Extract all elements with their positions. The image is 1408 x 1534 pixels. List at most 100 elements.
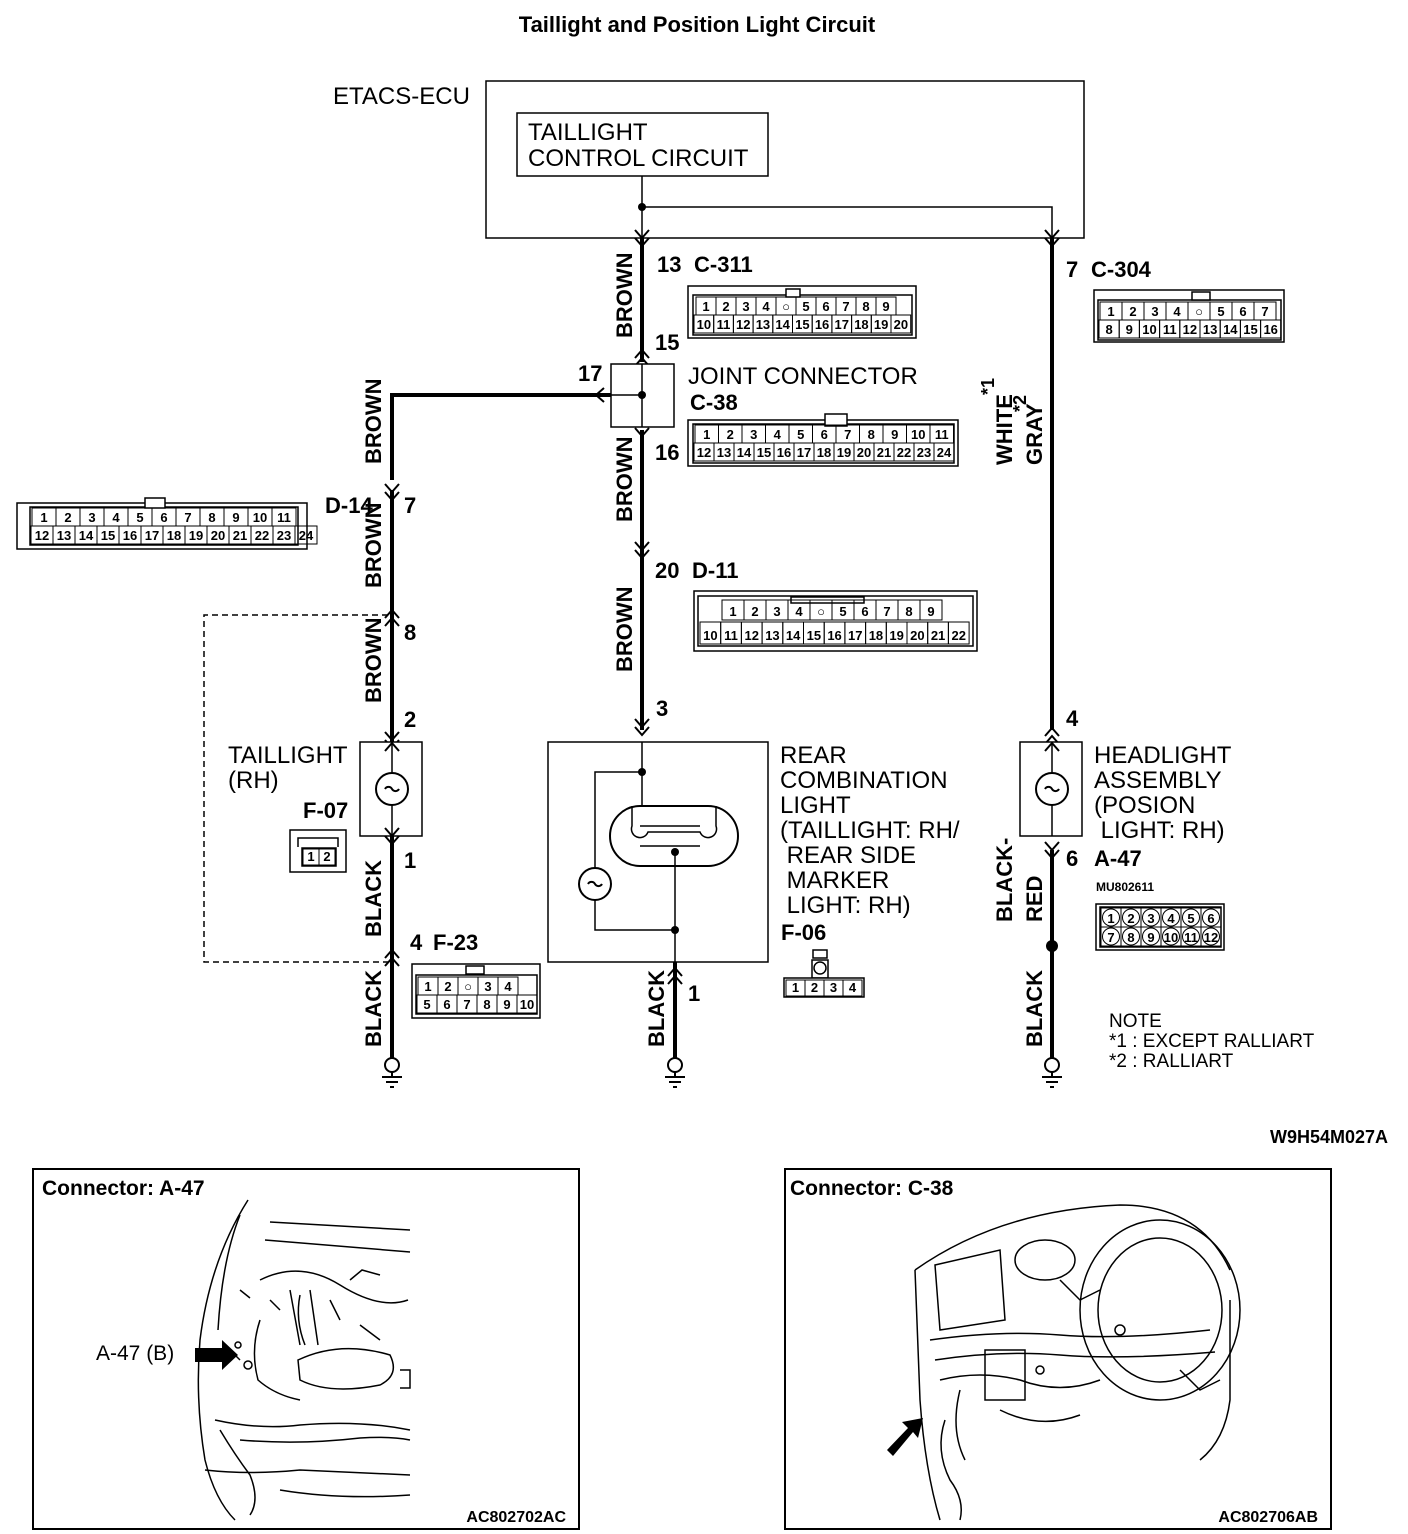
pin-number: 8 xyxy=(1127,930,1134,945)
headlight-label: HEADLIGHT ASSEMBLY (POSION LIGHT: RH) xyxy=(1094,742,1232,844)
f07-id: F-07 xyxy=(303,798,348,823)
f06-pin-bottom: 1 xyxy=(688,981,700,1006)
pin-number: 7 xyxy=(1107,930,1114,945)
pin-number: 5 xyxy=(423,997,430,1012)
pin-number: 8 xyxy=(905,604,912,619)
pin-number: 4 xyxy=(849,980,857,995)
pin-number: 6 xyxy=(160,510,167,525)
pin-number: 15 xyxy=(1243,322,1257,337)
pin-number: 6 xyxy=(821,427,828,442)
pin-number: 18 xyxy=(817,445,831,460)
pin-ring xyxy=(1202,908,1220,927)
pin-ring xyxy=(1202,927,1220,946)
wire-black-3: BLACK xyxy=(1022,970,1047,1047)
pin-number: 3 xyxy=(773,604,780,619)
pin-number: 8 xyxy=(208,510,215,525)
wire-black-2: BLACK xyxy=(361,970,386,1047)
pin-number: 6 xyxy=(861,604,868,619)
pin-number: 3 xyxy=(1147,911,1154,926)
pin-number: 8 xyxy=(868,427,875,442)
pin-number: 10 xyxy=(703,628,717,643)
pin-number: 8 xyxy=(1105,322,1112,337)
pin-number: 20 xyxy=(910,628,924,643)
d14-pin-b: 8 xyxy=(404,620,416,645)
pin-ring xyxy=(1162,908,1180,927)
f23-id: F-23 xyxy=(433,930,478,955)
wire-brown-6: BROWN xyxy=(361,617,386,703)
panel-a47-callout: A-47 (B) xyxy=(96,1342,174,1365)
pin-number: 15 xyxy=(101,528,115,543)
pin-number: 7 xyxy=(463,997,470,1012)
pin-number: 23 xyxy=(277,528,291,543)
pin-number: ○ xyxy=(782,299,790,314)
pin-number: 1 xyxy=(702,299,709,314)
note-line1: *1 : EXCEPT RALLIART xyxy=(1109,1031,1315,1052)
pin-number: 13 xyxy=(1203,322,1217,337)
pin-number: 7 xyxy=(883,604,890,619)
pin-number: 12 xyxy=(736,317,750,332)
pin-number: 2 xyxy=(64,510,71,525)
pin-number: 24 xyxy=(299,528,314,543)
pin-cell xyxy=(1260,319,1282,339)
pin-number: 9 xyxy=(232,510,239,525)
pin-number: 12 xyxy=(1204,930,1218,945)
pin-number: 2 xyxy=(1129,304,1136,319)
pin-number: 8 xyxy=(862,299,869,314)
panel-c38: Connector: C-38 AC802706AB xyxy=(784,1168,1332,1530)
pin-number: 5 xyxy=(802,299,809,314)
pin-number: 3 xyxy=(750,427,757,442)
c38-pin-left: 17 xyxy=(578,361,602,386)
pin-cell xyxy=(890,314,912,334)
pin-number: 5 xyxy=(839,604,846,619)
pin-number: 3 xyxy=(830,980,837,995)
pin-number: 9 xyxy=(882,299,889,314)
pin-cell xyxy=(294,525,318,545)
pin-number: 1 xyxy=(729,604,736,619)
pin-number: 4 xyxy=(112,510,120,525)
headlight-line2: ASSEMBLY xyxy=(1094,767,1222,794)
pin-number: 5 xyxy=(1187,911,1194,926)
pin-number: 14 xyxy=(737,445,752,460)
pin-number: 19 xyxy=(889,628,903,643)
pin-number: 2 xyxy=(722,299,729,314)
c38-id: C-38 xyxy=(690,390,738,415)
pin-number: 14 xyxy=(786,628,801,643)
d11-id: D-11 xyxy=(692,558,738,583)
wire-white: WHITE xyxy=(992,394,1017,465)
a47-part-no: MU802611 xyxy=(1096,880,1154,894)
pin-number: 20 xyxy=(211,528,225,543)
wire-brown-1: BROWN xyxy=(612,252,637,338)
pin-number: 16 xyxy=(1263,322,1277,337)
pin-number: 18 xyxy=(167,528,181,543)
headlight-line1: HEADLIGHT xyxy=(1094,742,1232,769)
rear-combo-line7: LIGHT: RH) xyxy=(780,892,911,919)
pin-number: 22 xyxy=(255,528,269,543)
pin-number: 4 xyxy=(762,299,770,314)
ecu-label: ETACS-ECU xyxy=(333,83,470,110)
pin-cell xyxy=(919,599,943,621)
wire-gray: GRAY xyxy=(1022,403,1047,465)
rear-combo-line6: MARKER xyxy=(780,867,889,894)
diagram-title: Taillight and Position Light Circuit xyxy=(519,12,876,37)
pin-number: 8 xyxy=(483,997,490,1012)
panel-a47-code: AC802702AC xyxy=(466,1509,566,1526)
circuit-line1: TAILLIGHT xyxy=(528,119,648,146)
pin-number: 1 xyxy=(1107,911,1114,926)
panel-a47: Connector: A-47 A-47 (B) AC802702AC xyxy=(32,1168,580,1530)
taillight-label1: TAILLIGHT xyxy=(228,742,348,769)
d14-id: D-14 xyxy=(325,493,373,518)
pin-number: 18 xyxy=(869,628,883,643)
pin-number: 4 xyxy=(795,604,803,619)
pin-number: 7 xyxy=(842,299,849,314)
pin-number: 3 xyxy=(88,510,95,525)
rear-combo-label: REAR COMBINATION LIGHT (TAILLIGHT: RH/ R… xyxy=(780,742,960,919)
pin-number: 17 xyxy=(797,445,811,460)
pin-cell xyxy=(947,621,970,645)
wire-black-red-1: BLACK- xyxy=(992,838,1017,922)
